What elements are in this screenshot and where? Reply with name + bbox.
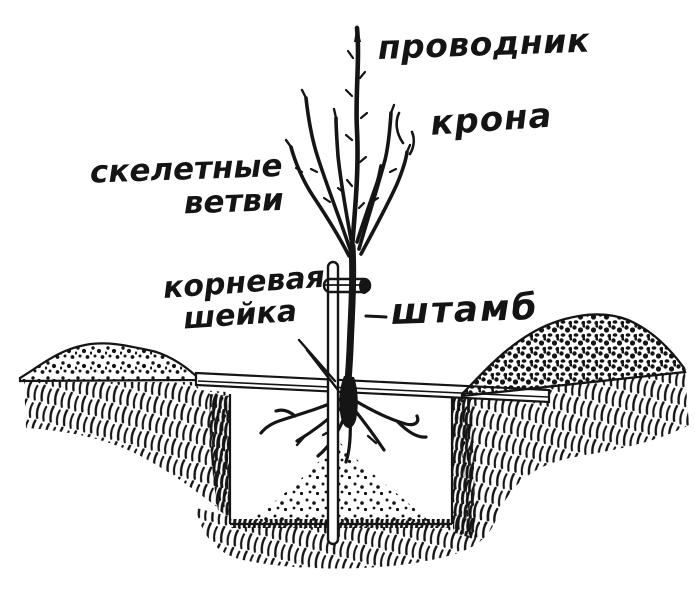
leader-tip-bud [354, 24, 361, 42]
root-left-1 [259, 396, 345, 435]
pit-bottom-fringe [231, 519, 451, 528]
left-ground-hatching [24, 382, 231, 518]
left-soil-mound [18, 342, 198, 383]
branch-left-1 [304, 96, 353, 254]
support-stake [326, 260, 340, 546]
tie-binding [322, 277, 372, 294]
label-leader: проводник [377, 20, 591, 67]
root-left-1-spur [274, 408, 297, 418]
trunk-label-dash [364, 314, 388, 319]
root-spur-c [295, 434, 307, 447]
skeletal-branches [284, 88, 412, 258]
root-right-2 [351, 406, 386, 452]
bottom-ground-hatching [196, 506, 500, 569]
left-ground-shape [24, 382, 229, 516]
branch-buds [294, 166, 398, 204]
right-ground-shape [455, 372, 689, 530]
leader-buds [344, 49, 369, 210]
tie-band [322, 277, 372, 294]
right-pit-wall-shading [452, 394, 476, 540]
branch-right-1 [357, 111, 393, 251]
label-root-collar: корневая шейка [162, 260, 326, 337]
root-center [344, 412, 352, 464]
leader-stem [349, 25, 361, 251]
branch-left-2 [289, 145, 351, 258]
root-left-2 [295, 404, 345, 443]
label-crown: крона [429, 95, 554, 144]
branch-right-1-tip [389, 103, 396, 115]
label-trunk: штамб [390, 286, 540, 333]
branch-left-1-tip [300, 88, 308, 100]
branch-right-2 [359, 150, 409, 256]
planting-board-shape [194, 371, 551, 404]
planting-board-edge-line [197, 380, 549, 398]
right-ground-hatching [452, 372, 689, 540]
left-mound-shape [18, 342, 198, 383]
crown-pointer-hook [395, 111, 405, 145]
branch-left-3-tip [332, 107, 338, 120]
tie-knot [359, 278, 369, 294]
branch-left-3 [334, 116, 355, 252]
label-skeletal-branches: скелетные ветви [80, 148, 284, 224]
root-collar-pointer-1 [297, 338, 337, 383]
central-leader [344, 24, 369, 251]
root-right-1 [352, 398, 420, 427]
root-spur-b [366, 434, 378, 445]
root-collar-pointer-2 [305, 348, 340, 392]
branch-right-3 [355, 164, 383, 244]
branch-left-2-tip [284, 138, 293, 149]
branch-right-2-tip [405, 143, 412, 154]
left-pit-wall-shading [209, 394, 231, 518]
right-soil-mound [460, 313, 687, 398]
trunk-line [343, 242, 357, 398]
root-right-1-spur [396, 420, 428, 439]
planting-board [194, 371, 551, 404]
pointer-lines [297, 111, 416, 392]
crown-pointer-tick [408, 130, 416, 156]
